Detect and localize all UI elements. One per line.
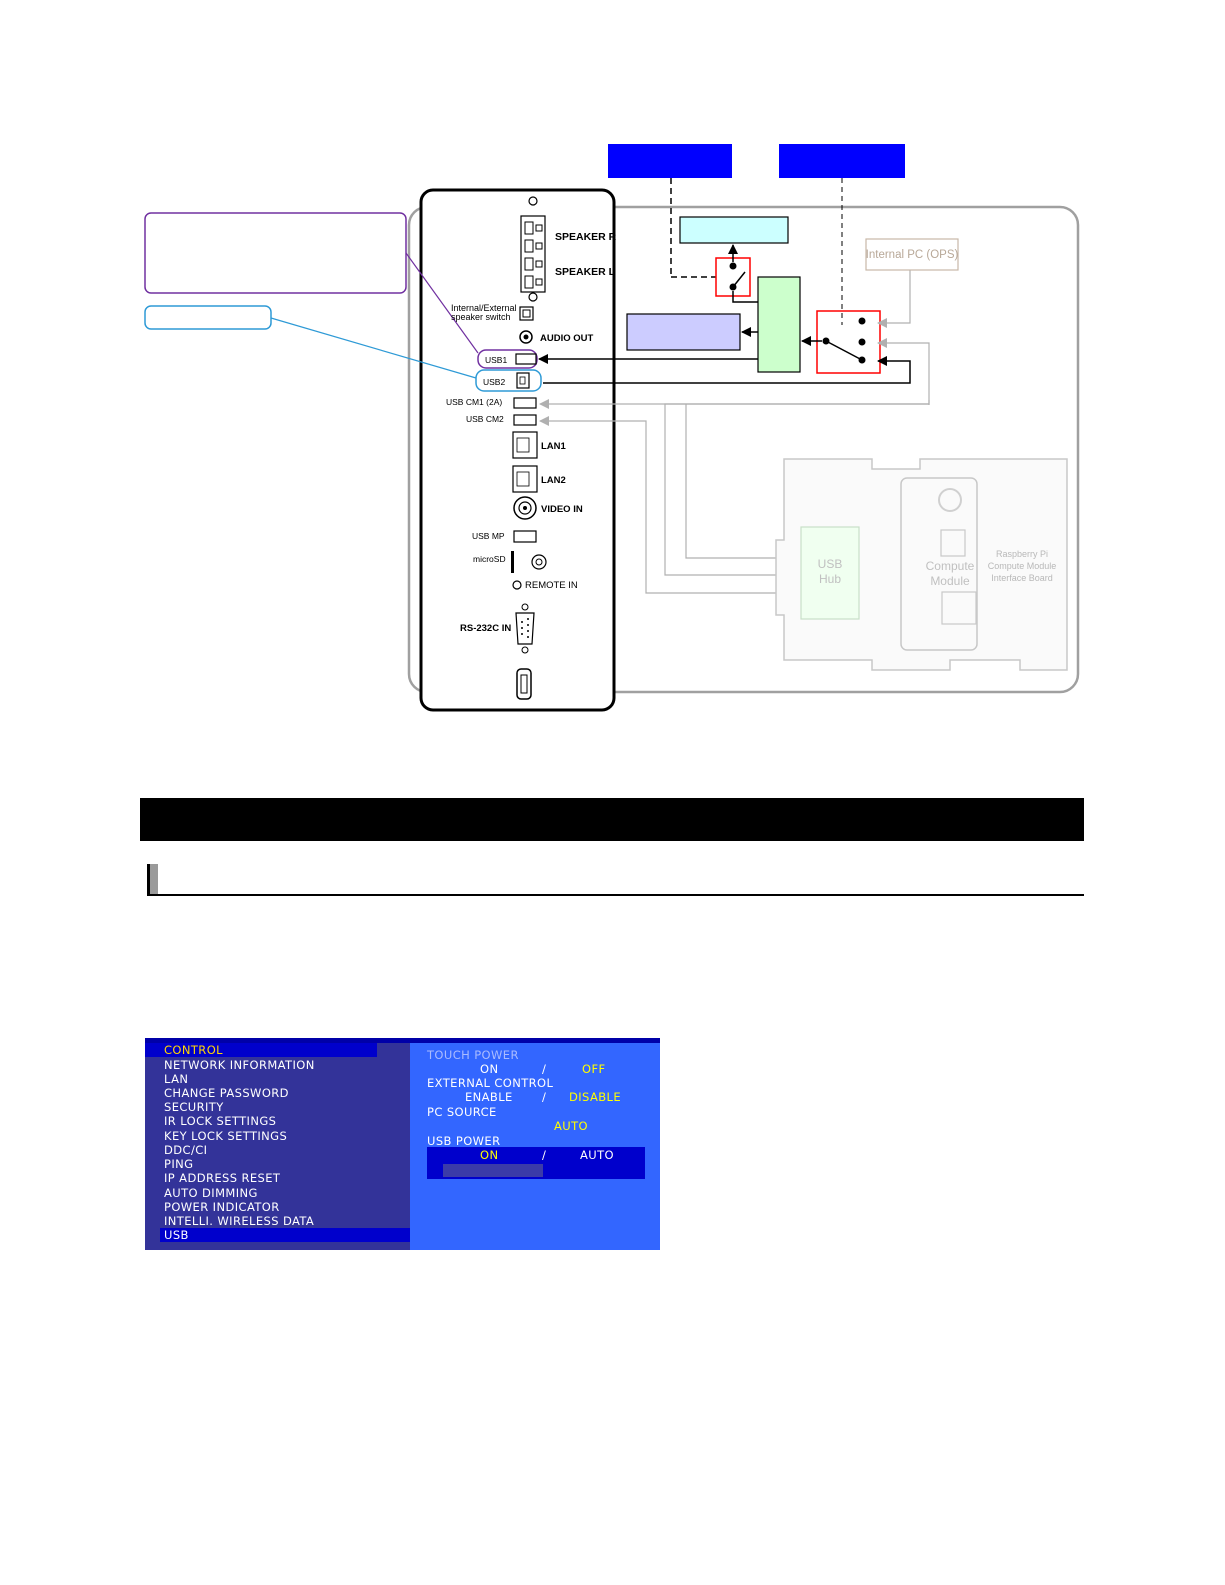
menu-item-power-indicator[interactable]: POWER INDICATOR [164, 1200, 280, 1214]
external-control-enable-option[interactable]: ENABLE [465, 1090, 513, 1104]
green-box [757, 276, 801, 373]
usb1-port-icon [515, 353, 537, 365]
remote-sensor-icon [531, 554, 547, 570]
pc-source-label: PC SOURCE [427, 1105, 497, 1119]
lan1-label: LAN1 [541, 441, 567, 452]
speaker-switch-label-2: speaker switch [451, 312, 511, 322]
microsd-slot-icon [511, 551, 514, 573]
usb-power-separator: / [542, 1148, 547, 1162]
usb1-label: USB1 [485, 355, 507, 365]
external-control-label: EXTERNAL CONTROL [427, 1076, 554, 1090]
usb-cm1-port-icon [513, 397, 537, 409]
compute-module-box [900, 477, 978, 651]
osd-menu-title: CONTROL [145, 1043, 377, 1057]
microsd-label: microSD [473, 554, 506, 564]
audio-out-label: AUDIO OUT [540, 333, 594, 344]
lavender-box [626, 313, 741, 351]
menu-item-auto-dimming[interactable]: AUTO DIMMING [164, 1186, 258, 1200]
menu-item-ir-lock-settings[interactable]: IR LOCK SETTINGS [164, 1114, 277, 1128]
lan2-label: LAN2 [541, 475, 566, 486]
usb-cm1-label: USB CM1 (2A) [446, 397, 502, 407]
rpi-board-label-3: Interface Board [991, 573, 1053, 583]
hdmi-port-icon [516, 668, 532, 700]
usb-cm2-port-icon [513, 414, 537, 426]
remote-in-jack-icon [512, 580, 522, 590]
menu-item-ping[interactable]: PING [164, 1157, 194, 1171]
usb-cm2-label: USB CM2 [466, 414, 504, 424]
rs232c-label: RS-232C IN [460, 623, 511, 634]
menu-item-usb[interactable]: USB [160, 1228, 410, 1242]
compute-module-label: Compute [926, 559, 975, 573]
compute-module-label-2: Module [930, 574, 970, 588]
subsection-marker [147, 864, 158, 894]
menu-item-ddc-ci[interactable]: DDC/CI [164, 1143, 208, 1157]
rs232c-port-icon [515, 612, 535, 645]
blue-header-box-left [608, 144, 732, 178]
speaker-r-label: SPEAKER R [555, 231, 617, 243]
touch-power-on-option[interactable]: ON [480, 1062, 499, 1076]
remote-in-label: REMOTE IN [525, 580, 578, 591]
lan1-port-icon [512, 431, 538, 459]
section-header-bar [140, 798, 1084, 841]
audio-out-jack-icon [519, 330, 533, 344]
callout-usb2 [144, 305, 272, 330]
subsection-header [147, 864, 1084, 896]
rpi-board-label-2: Compute Module [988, 561, 1057, 571]
internal-pc-box [865, 238, 959, 271]
menu-item-change-password[interactable]: CHANGE PASSWORD [164, 1086, 289, 1100]
usb-hub-box [800, 526, 860, 620]
external-control-separator: / [542, 1090, 547, 1104]
menu-item-network-information[interactable]: NETWORK INFORMATION [164, 1058, 315, 1072]
internal-pc-label: Internal PC (OPS) [866, 249, 959, 261]
terminal-panel [419, 188, 616, 712]
usb-power-on-highlight [443, 1164, 543, 1177]
video-in-label: VIDEO IN [541, 504, 583, 515]
monitor-outline [407, 205, 1080, 694]
speaker-l-label: SPEAKER L [555, 266, 616, 278]
usb2-label: USB2 [483, 377, 505, 387]
usb-hub-label: USB [818, 557, 843, 571]
blue-header-box-right [779, 144, 905, 178]
lan2-port-icon [512, 465, 538, 493]
usb-mp-port-icon [513, 530, 537, 543]
usb-hub-label-2: Hub [819, 572, 841, 586]
raspberry-icon [938, 488, 962, 512]
menu-item-ip-address-reset[interactable]: IP ADDRESS RESET [164, 1171, 281, 1185]
external-control-disable-option[interactable]: DISABLE [569, 1090, 621, 1104]
speaker-terminals [520, 196, 546, 302]
touch-power-separator: / [542, 1062, 547, 1076]
menu-item-key-lock-settings[interactable]: KEY LOCK SETTINGS [164, 1129, 288, 1143]
touch-power-label: TOUCH POWER [427, 1048, 519, 1062]
pc-source-value[interactable]: AUTO [554, 1119, 588, 1133]
video-in-jack-icon [513, 496, 537, 520]
touch-power-off-option[interactable]: OFF [582, 1062, 606, 1076]
callout-usb1 [144, 212, 407, 294]
usb-power-on-option[interactable]: ON [480, 1148, 499, 1162]
menu-item-intelli-wireless-data[interactable]: INTELLI. WIRELESS DATA [164, 1214, 315, 1228]
usb2-port-icon [516, 372, 530, 389]
speaker-switch-icon [519, 306, 534, 321]
usb-power-label: USB POWER [427, 1134, 501, 1148]
usb-mp-label: USB MP [472, 531, 505, 541]
cyan-box [679, 216, 789, 244]
menu-item-security[interactable]: SECURITY [164, 1100, 224, 1114]
usb-connection-diagram: Internal PC (OPS) USB Hub Compute Module… [144, 144, 1080, 712]
menu-item-lan[interactable]: LAN [164, 1072, 189, 1086]
osd-menu-list: CONTROL NETWORK INFORMATION LAN CHANGE P… [145, 1043, 410, 1250]
speaker-switch-label: Internal/External [451, 303, 517, 313]
rpi-board-label: Raspberry Pi [996, 549, 1048, 559]
usb-power-auto-option[interactable]: AUTO [580, 1148, 614, 1162]
osd-control-menu: CONTROL NETWORK INFORMATION LAN CHANGE P… [145, 1038, 660, 1250]
